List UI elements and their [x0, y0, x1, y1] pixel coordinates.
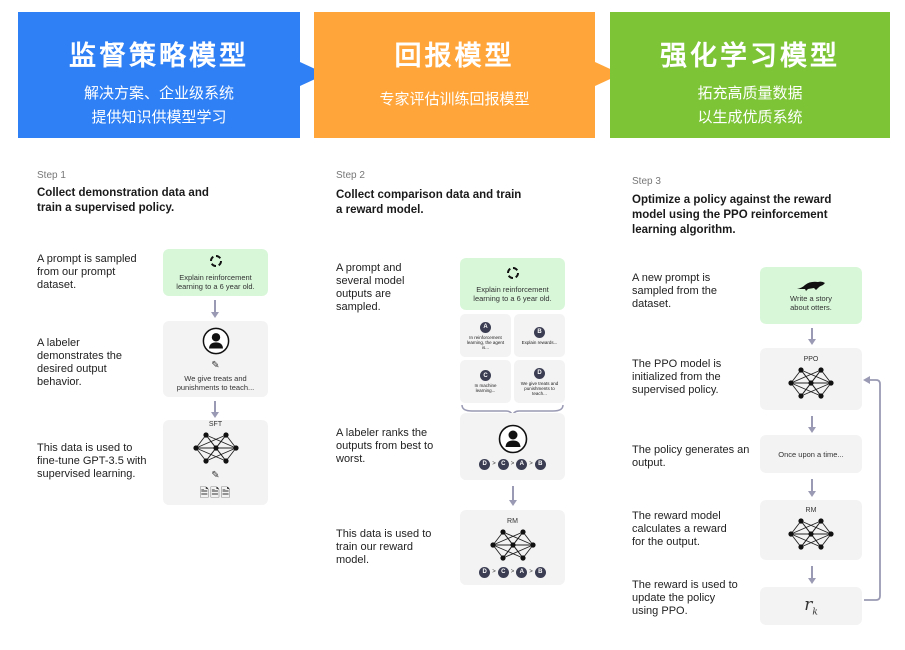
prompt-card: Explain reinforcement learning to a 6 ye…	[460, 258, 565, 310]
option-text: Explain rewards...	[521, 339, 558, 345]
prompt-text: Write a story about otters.	[790, 294, 832, 312]
prompt-text: Explain reinforcement learning to a 6 ye…	[176, 273, 255, 291]
header-subtitle: 拓充高质量数据	[697, 84, 803, 102]
option-badge: C	[480, 370, 491, 381]
header-reward-model: 回报模型 专家评估训练回报模型	[314, 12, 595, 138]
rank-separator: >	[492, 461, 496, 467]
step-description: A new prompt is sampled from the dataset…	[632, 272, 717, 310]
pencil-icon: ✎	[211, 469, 220, 481]
model-label: SFT	[208, 420, 223, 428]
header-title: 监督策略模型	[69, 41, 249, 72]
model-label: RM	[805, 507, 817, 514]
step-description: The reward is used to update the policy …	[632, 579, 738, 617]
labeler-icon	[202, 327, 230, 357]
neural-network-icon	[786, 366, 836, 402]
flow-arrow	[808, 416, 816, 433]
step-label: Step 2	[336, 170, 365, 181]
rank-badge: B	[534, 458, 546, 470]
ranking-card: D>C>A>B	[460, 413, 565, 480]
rank-separator: >	[529, 461, 533, 467]
header-supervised-policy: 监督策略模型 解决方案、企业级系统提供知识供模型学习	[18, 12, 300, 138]
reward-model-card: RM	[760, 500, 862, 560]
output-option-card: C In machine learning...	[460, 360, 511, 403]
rank-badge: C	[497, 566, 509, 578]
step-description: This data is used to train our reward mo…	[336, 528, 432, 566]
step-description: A prompt is sampled from our prompt data…	[37, 253, 137, 291]
prompt-card: Explain reinforcement learning to a 6 ye…	[163, 249, 268, 296]
rank-badge: C	[497, 458, 509, 470]
rank-separator: >	[510, 461, 515, 467]
rank-separator: >	[492, 569, 496, 575]
step-description: The PPO model is initialized from the su…	[632, 358, 722, 396]
neural-network-icon	[488, 528, 538, 564]
model-label: RM	[507, 517, 518, 525]
step-label: Step 3	[632, 176, 661, 187]
reward-value: rk	[804, 594, 818, 618]
otter-icon	[797, 281, 825, 291]
flow-arrow	[808, 479, 816, 497]
header-reinforcement-learning: 强化学习模型 拓充高质量数据以生成优质系统	[610, 12, 890, 138]
neural-network-icon	[191, 431, 241, 467]
documents-icon: 🗎🗎🗎	[199, 485, 232, 500]
option-text: In reinforcement learning, the agent is.…	[466, 334, 505, 350]
option-text: We give treats and punishments to teach.…	[520, 380, 559, 396]
step-title: Collect demonstration data and train a s…	[37, 187, 209, 214]
sft-model-card: SFT ✎ 🗎🗎🗎	[163, 420, 268, 505]
header-title: 强化学习模型	[660, 41, 840, 72]
flow-arrow	[808, 566, 816, 584]
header-subtitle: 以生成优质系统	[697, 108, 803, 126]
output-card: Once upon a time...	[760, 435, 862, 473]
rank-separator: >	[529, 569, 533, 575]
step-description: A prompt and several model outputs are s…	[336, 262, 405, 313]
rank-badge: D	[479, 458, 491, 470]
prompt-text: Explain reinforcement learning to a 6 ye…	[473, 284, 552, 303]
rank-separator: >	[510, 569, 515, 575]
rank-badge: A	[516, 566, 528, 578]
output-text: Once upon a time...	[778, 449, 844, 459]
step-description: This data is used to fine-tune GPT-3.5 w…	[37, 442, 147, 480]
update-loop-arrow	[863, 376, 881, 601]
labeler-card: ✎ We give treats and punishments to teac…	[163, 321, 268, 397]
header-subtitle: 提供知识供模型学习	[91, 108, 227, 126]
flow-arrow	[509, 486, 517, 506]
ranking: D>C>A>B	[479, 566, 546, 578]
step-description: A labeler ranks the outputs from best to…	[336, 427, 434, 465]
option-badge: B	[534, 326, 545, 338]
rank-badge: A	[516, 458, 528, 470]
flow-arrow	[211, 300, 219, 318]
model-label: PPO	[803, 356, 819, 363]
option-badge: A	[480, 321, 491, 333]
rank-badge: B	[534, 566, 546, 578]
flow-arrow	[211, 401, 219, 418]
header-subtitle: 专家评估训练回报模型	[379, 90, 530, 108]
rank-badge: D	[479, 566, 491, 578]
prompt-card: Write a story about otters.	[760, 267, 862, 324]
dataset-cycle-icon	[209, 254, 223, 270]
flow-arrow	[808, 328, 816, 345]
ranking: D>C>A>B	[479, 458, 546, 470]
step-description: A labeler demonstrates the desired outpu…	[37, 337, 122, 388]
ppo-model-card: PPO	[760, 348, 862, 410]
header-title: 回报模型	[394, 41, 515, 72]
dataset-cycle-icon	[506, 266, 520, 282]
neural-network-icon	[786, 517, 836, 553]
option-text: In machine learning...	[474, 383, 497, 393]
step-label: Step 1	[37, 170, 66, 181]
step-title: Collect comparison data and train a rewa…	[336, 189, 522, 216]
reward-card: rk	[760, 587, 862, 625]
step-description: The policy generates an output.	[632, 444, 750, 469]
step-title: Optimize a policy against the reward mod…	[632, 194, 832, 236]
header-subtitle: 解决方案、企业级系统	[83, 84, 234, 102]
labeler-icon	[498, 424, 528, 456]
option-badge: D	[534, 367, 545, 379]
reward-model-card: RM D>C>A>B	[460, 510, 565, 585]
step-description: The reward model calculates a reward for…	[632, 510, 727, 548]
pencil-icon: ✎	[211, 359, 220, 371]
demo-text: We give treats and punishments to teach.…	[176, 373, 255, 392]
